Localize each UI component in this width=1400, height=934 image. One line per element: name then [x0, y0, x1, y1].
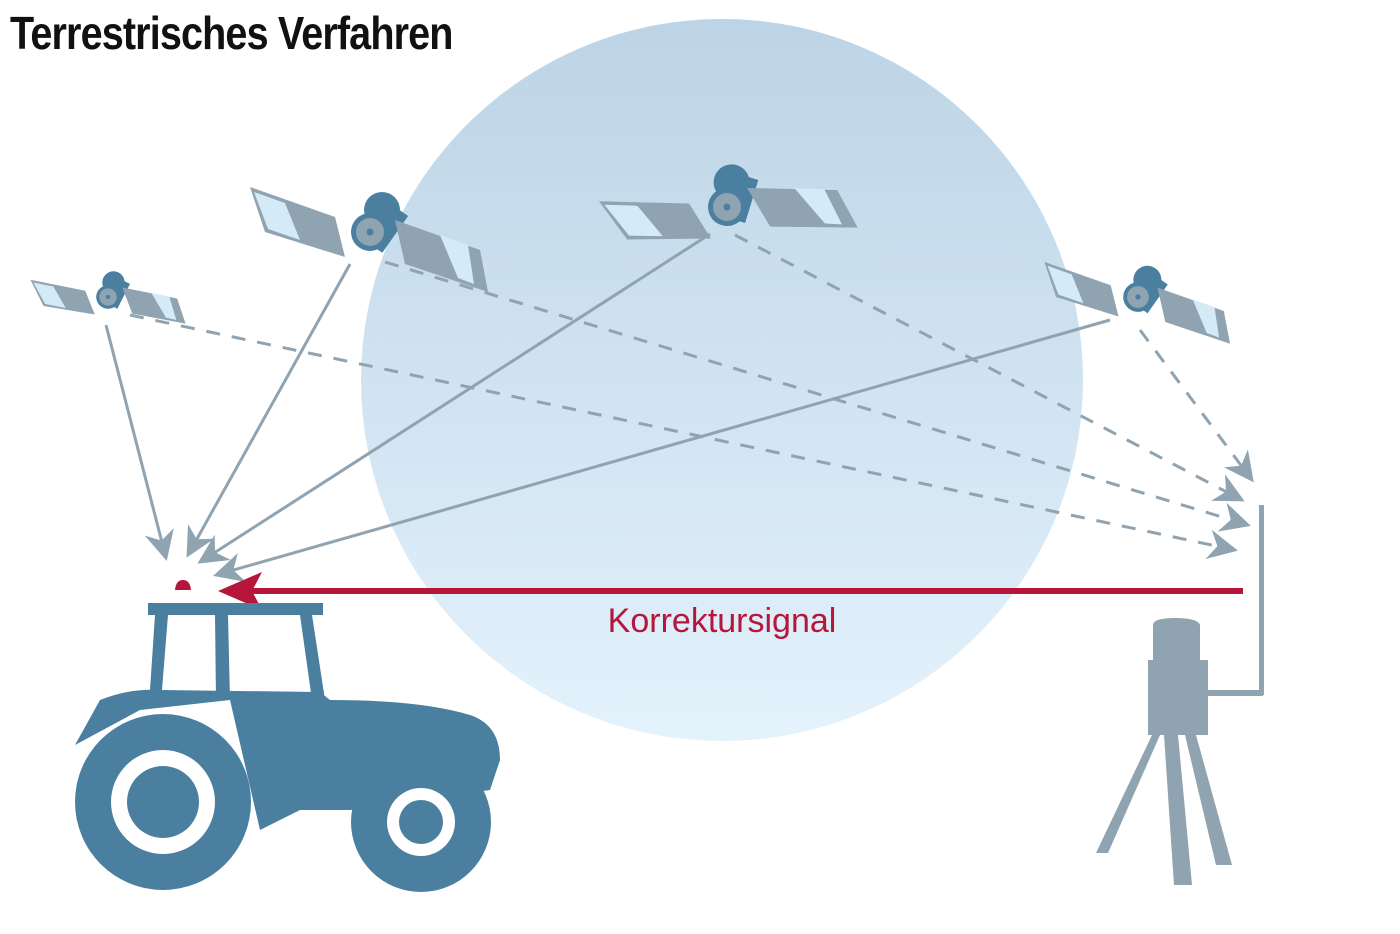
base-signal-line	[384, 260, 1251, 532]
satellite-signal-line	[213, 318, 1111, 583]
antenna-icon	[1259, 505, 1264, 695]
tractor-icon	[75, 580, 500, 892]
arrowhead-icon	[218, 572, 262, 610]
correction-signal-label: Korrektursignal	[608, 602, 837, 640]
earth-coverage-circle	[361, 19, 1083, 741]
base-station-icon	[1096, 505, 1264, 885]
page-title: Terrestrisches Verfahren	[10, 7, 453, 59]
satellite-signal-line	[186, 263, 352, 558]
base-signal-line	[734, 233, 1245, 502]
base-signal-line	[1138, 329, 1254, 483]
beacon-light-icon	[175, 580, 191, 590]
satellite-signal-line	[197, 232, 711, 564]
satellite-signal-line	[104, 324, 174, 561]
base-signal-line	[129, 313, 1238, 560]
